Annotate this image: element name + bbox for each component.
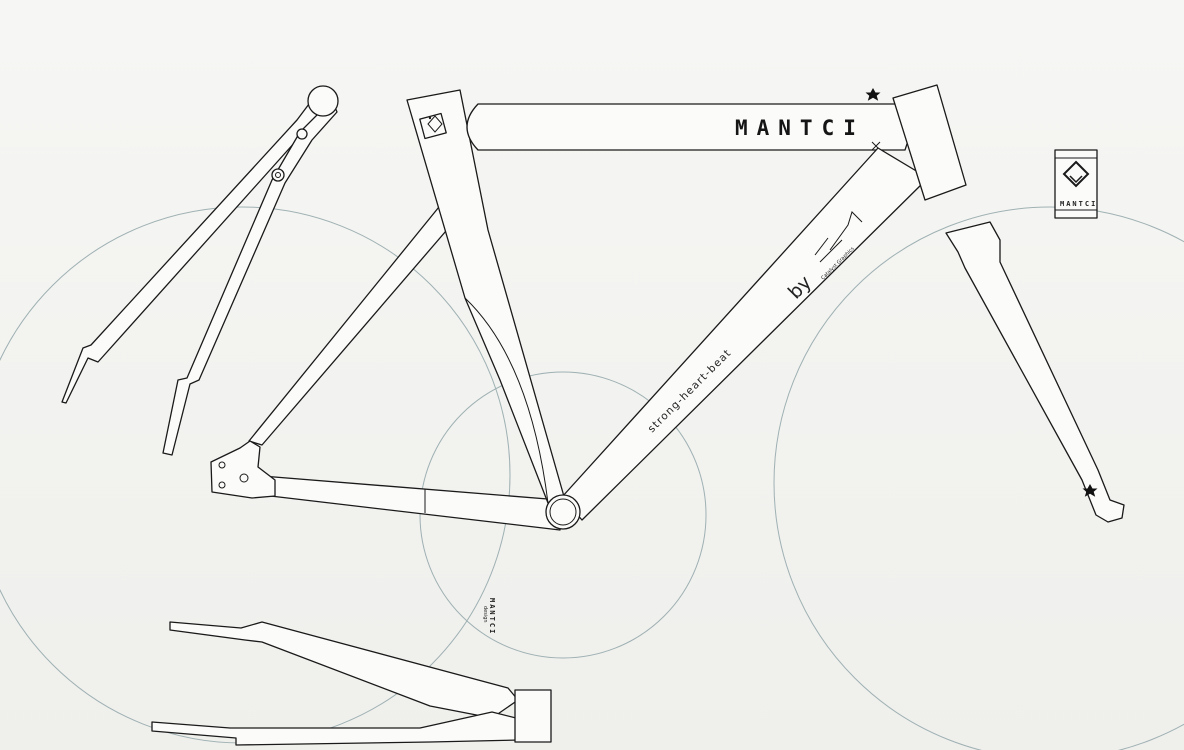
seat-stay-right xyxy=(162,99,338,456)
seat-stay-bolt xyxy=(271,168,285,182)
rear-dropout-plate xyxy=(210,440,276,499)
seat-stay-main xyxy=(248,183,467,446)
headtube-badge: MANTCI xyxy=(1054,149,1098,219)
chain-stay-upper xyxy=(169,621,519,719)
badge-inner-mark-icon xyxy=(1069,175,1083,184)
dropout-hole-2 xyxy=(218,481,226,489)
seat-stay-tube xyxy=(248,184,467,446)
bottom-bracket-inner xyxy=(549,498,577,526)
chain-stay-bridge xyxy=(514,689,552,743)
chain-stays-part xyxy=(151,621,552,746)
dropout-hole-1 xyxy=(218,461,226,469)
seat-tube-part xyxy=(406,89,566,504)
front-fork xyxy=(945,221,1125,523)
head-tube-part xyxy=(892,84,967,201)
seat-tube-curve xyxy=(464,297,549,504)
top-tube-brand: MANTCI xyxy=(735,116,865,140)
signature-strokes-icon xyxy=(814,211,863,263)
down-tube-part: strong-heart-beat by Catalyst Graphics xyxy=(561,147,929,521)
logo-frame xyxy=(419,112,447,140)
down-tube xyxy=(561,147,929,521)
chain-stay xyxy=(261,475,561,531)
wheel-marking-sub: design xyxy=(482,606,488,623)
bottom-bracket xyxy=(545,494,581,530)
top-tube-part: MANTCI xyxy=(466,88,911,151)
seat-stay-bolt-inner xyxy=(275,172,281,178)
head-tube xyxy=(892,84,967,201)
seat-stay-cap xyxy=(307,85,339,117)
chain-stay-lower xyxy=(151,711,521,746)
wheel-marking: MANTCI design xyxy=(482,598,496,635)
front-fork-part xyxy=(945,221,1125,523)
seat-tube-logo xyxy=(419,112,447,140)
dropout-hole-3 xyxy=(239,473,249,483)
star-icon xyxy=(865,88,881,101)
badge-heart-icon xyxy=(1062,160,1090,188)
rear-dropout xyxy=(210,440,276,499)
fork-star-icon xyxy=(1082,484,1098,497)
diamond-heart-icon xyxy=(427,115,443,133)
small-wheel-outline xyxy=(419,371,707,659)
seat-tube xyxy=(406,89,566,504)
wheel-marking-brand: MANTCI xyxy=(488,598,496,635)
chain-stay-part xyxy=(261,475,561,531)
front-wheel-outline xyxy=(773,206,1184,750)
logo-dot-icon xyxy=(428,116,432,120)
badge-brand: MANTCI xyxy=(1060,200,1097,208)
seat-stays-part xyxy=(61,85,339,456)
seat-stay-bolt-top xyxy=(296,128,308,140)
